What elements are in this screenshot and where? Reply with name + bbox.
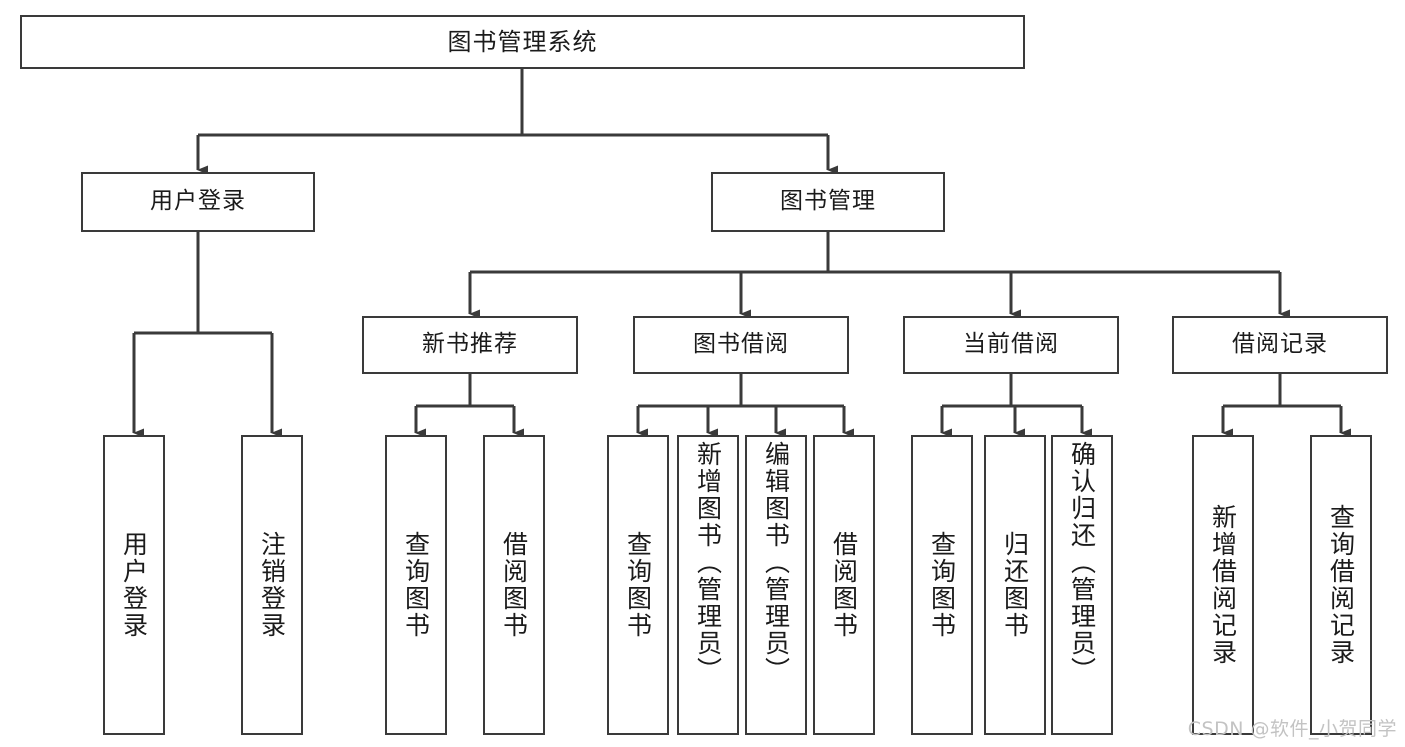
node-current-borrow[interactable]: 当前借阅 [903, 316, 1119, 374]
node-label: 借阅记录 [1232, 331, 1328, 358]
node-leaf-borrow-book-2[interactable]: 借阅图书 [813, 435, 875, 735]
node-label: 新增图书（管理员） [693, 441, 723, 684]
node-label: 注销登录 [257, 531, 287, 639]
node-label: 查询图书 [623, 531, 653, 639]
node-label: 查询借阅记录 [1326, 504, 1356, 666]
node-label: 新书推荐 [422, 331, 518, 358]
node-user-login[interactable]: 用户登录 [81, 172, 315, 232]
node-root[interactable]: 图书管理系统 [20, 15, 1025, 69]
node-label: 查询图书 [401, 531, 431, 639]
node-label: 借阅图书 [499, 531, 529, 639]
node-borrow-record[interactable]: 借阅记录 [1172, 316, 1388, 374]
node-label: 用户登录 [119, 531, 149, 639]
node-leaf-user-logout[interactable]: 注销登录 [241, 435, 303, 735]
node-leaf-query-record[interactable]: 查询借阅记录 [1310, 435, 1372, 735]
node-leaf-borrow-book-1[interactable]: 借阅图书 [483, 435, 545, 735]
node-leaf-query-book-1[interactable]: 查询图书 [385, 435, 447, 735]
node-label: 新增借阅记录 [1208, 504, 1238, 666]
node-label: 图书管理系统 [447, 27, 598, 56]
node-leaf-query-book-3[interactable]: 查询图书 [911, 435, 973, 735]
node-label: 图书管理 [780, 188, 876, 215]
node-label: 用户登录 [150, 188, 246, 215]
csdn-watermark: CSDN @软件_小贺同学 [1187, 718, 1397, 740]
node-label: 查询图书 [927, 531, 957, 639]
node-leaf-add-record[interactable]: 新增借阅记录 [1192, 435, 1254, 735]
node-book-manage[interactable]: 图书管理 [711, 172, 945, 232]
node-book-borrow[interactable]: 图书借阅 [633, 316, 849, 374]
node-leaf-add-book[interactable]: 新增图书（管理员） [677, 435, 739, 735]
node-leaf-edit-book[interactable]: 编辑图书（管理员） [745, 435, 807, 735]
node-label: 归还图书 [1000, 531, 1030, 639]
node-label: 当前借阅 [963, 331, 1059, 358]
node-label: 借阅图书 [829, 531, 859, 639]
node-new-book-rec[interactable]: 新书推荐 [362, 316, 578, 374]
node-leaf-confirm-return[interactable]: 确认归还（管理员） [1051, 435, 1113, 735]
node-label: 确认归还（管理员） [1067, 441, 1097, 684]
node-leaf-user-login[interactable]: 用户登录 [103, 435, 165, 735]
node-leaf-return-book[interactable]: 归还图书 [984, 435, 1046, 735]
node-label: 图书借阅 [693, 331, 789, 358]
node-label: 编辑图书（管理员） [761, 441, 791, 684]
node-leaf-query-book-2[interactable]: 查询图书 [607, 435, 669, 735]
